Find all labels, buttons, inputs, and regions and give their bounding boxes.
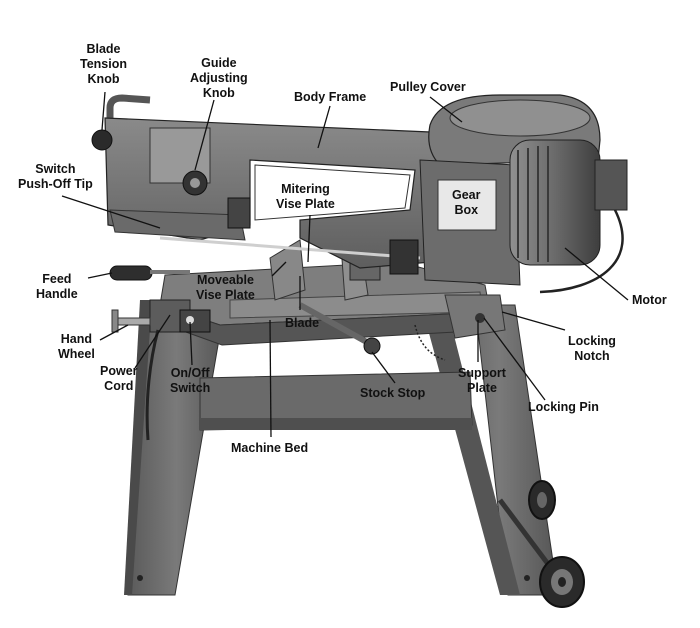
label-hand-wheel: Hand Wheel: [58, 332, 95, 361]
label-mitering-vise-plate: Mitering Vise Plate: [276, 182, 335, 211]
label-blade-tension-knob: Blade Tension Knob: [80, 42, 127, 86]
support-plate: [444, 294, 506, 339]
gear-box-plate: [437, 179, 497, 231]
leader-feed-handle: [87, 272, 113, 279]
stock-stop-rod: [298, 302, 374, 348]
stock-stop-knob: [363, 337, 381, 355]
saw-head: [91, 94, 441, 275]
leader-power-cord: [134, 314, 171, 369]
label-power-cord: Power Cord: [100, 364, 138, 393]
leader-stock-stop: [371, 351, 396, 384]
leader-locking-notch: [501, 311, 566, 331]
feed-handle-grip: [109, 265, 153, 281]
leader-machine-bed: [269, 319, 272, 438]
label-locking-notch: Locking Notch: [568, 334, 616, 363]
label-locking-pin: Locking Pin: [528, 400, 599, 414]
label-machine-bed: Machine Bed: [231, 441, 309, 455]
leader-guide-adjusting-knob: [194, 99, 215, 171]
moveable-vise-plate: [269, 239, 306, 301]
leader-hand-wheel: [99, 324, 129, 341]
label-support-plate: Support Plate: [458, 366, 506, 395]
drive: [419, 94, 628, 294]
label-feed-handle: Feed Handle: [36, 272, 78, 301]
label-motor: Motor: [632, 293, 667, 307]
leader-pulley-cover: [429, 96, 463, 123]
left-leg-side: [124, 300, 152, 595]
leader-lines: [61, 91, 629, 438]
leader-mitering-vise-plate: [307, 214, 311, 263]
leader-on-off-switch: [189, 321, 193, 366]
feed-handle-group: [109, 265, 190, 281]
stand: [124, 299, 559, 596]
carry-handle: [106, 94, 151, 130]
wheels: [498, 480, 585, 608]
label-pulley-cover: Pulley Cover: [390, 80, 466, 94]
motor-junction-box: [594, 159, 628, 211]
leader-motor: [564, 247, 629, 301]
blade-tension-knob-shape: [91, 129, 113, 151]
cross-brace-shadow: [200, 418, 472, 430]
leader-locking-pin: [483, 317, 546, 401]
label-switch-push-off-tip: Switch Push-Off Tip: [18, 162, 93, 191]
leader-moveable-vise-plate: [271, 261, 287, 277]
saw-blade: [159, 236, 421, 260]
leader-body-frame: [317, 105, 331, 149]
power-cord: [145, 329, 160, 441]
leader-blade-tension-knob: [101, 91, 106, 131]
label-body-frame: Body Frame: [294, 90, 367, 104]
label-stock-stop: Stock Stop: [360, 386, 426, 400]
machine-bed-group: [111, 261, 506, 441]
label-blade: Blade: [285, 316, 320, 330]
motor-body: [509, 139, 601, 266]
label-moveable-vise-plate: Moveable Vise Plate: [196, 273, 255, 302]
motor-cord: [539, 209, 624, 294]
switch-box: [179, 309, 211, 333]
leader-switch-push-off-tip: [61, 195, 161, 229]
label-guide-adjusting-knob: Guide Adjusting Knob: [190, 56, 248, 100]
label-on-off-switch: On/Off Switch: [170, 366, 211, 395]
label-gear-box: Gear Box: [452, 188, 481, 217]
